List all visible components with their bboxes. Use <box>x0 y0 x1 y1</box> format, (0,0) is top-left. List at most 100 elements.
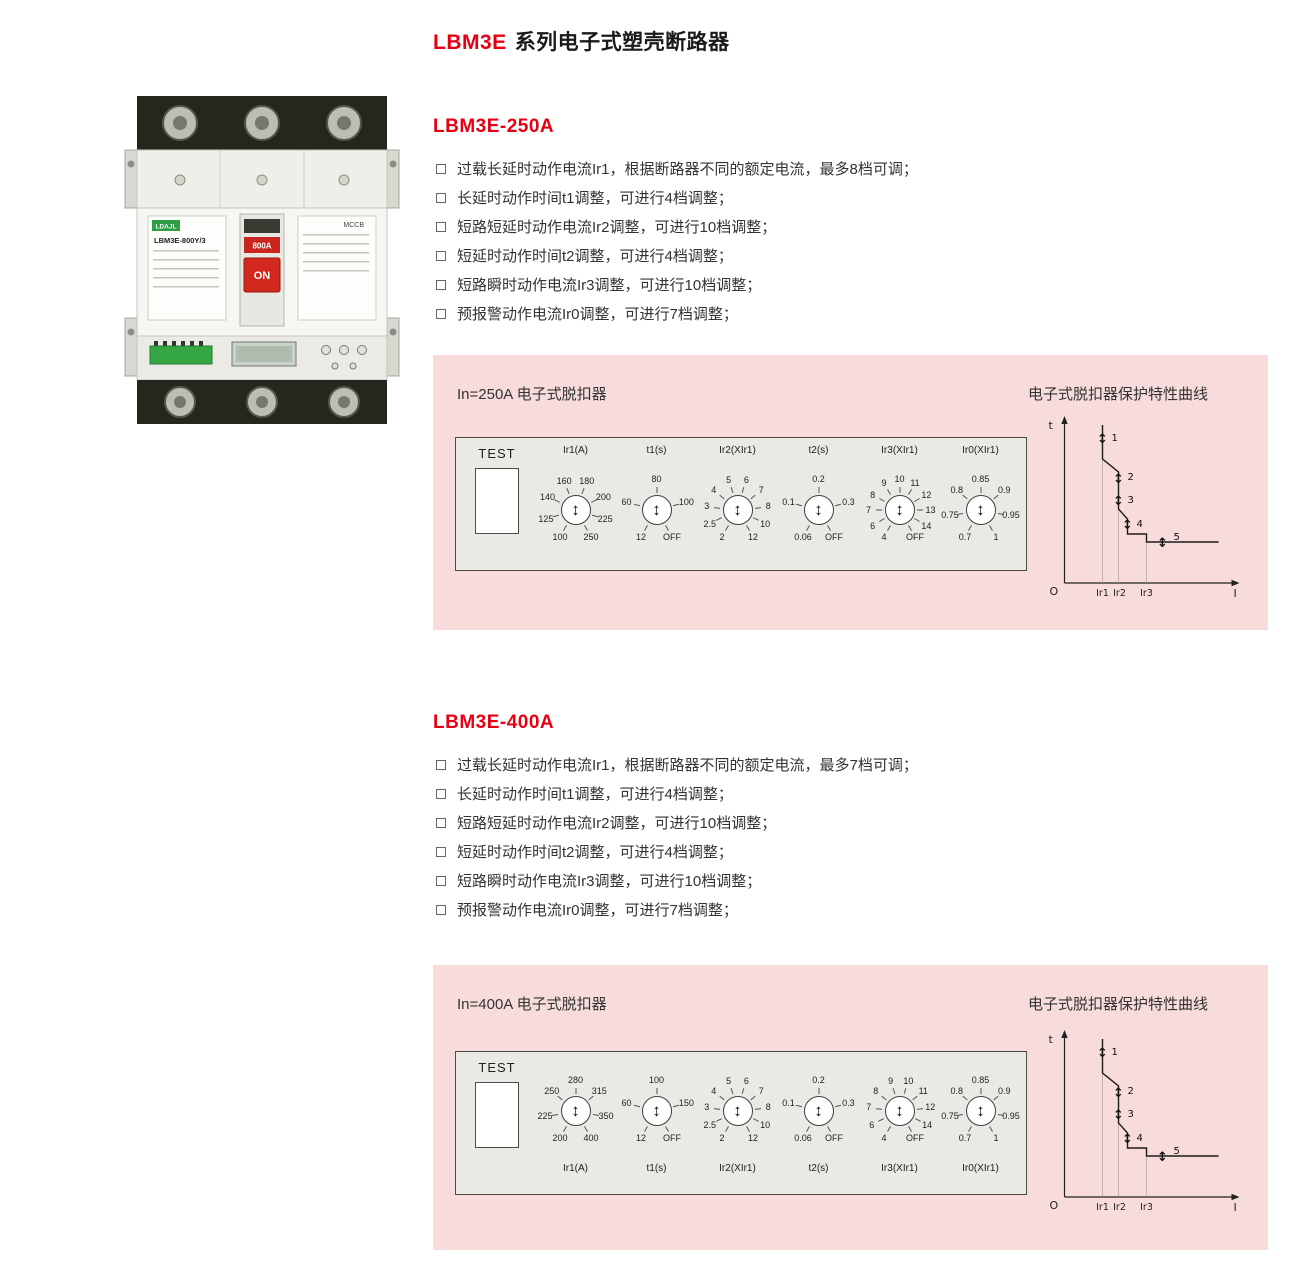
dial-tick-mark <box>881 1095 887 1101</box>
protection-curve-chart: t I O ↕ ↕ ↕ ↕ ↕ 1 2 3 4 5 Ir1 Ir2 Ir3 <box>1049 1030 1240 1214</box>
dial-tick-mark <box>795 1104 802 1107</box>
dial-value-label: 250 <box>544 1086 560 1097</box>
breaker-lower-section <box>136 335 388 381</box>
breaker-bottom-terminals <box>137 380 387 424</box>
dial-value-label: 2.5 <box>703 1119 717 1130</box>
dial-tick-mark <box>806 1125 811 1132</box>
curve-marker-icon: ↕ <box>1113 494 1124 509</box>
x-tick-ir3: Ir3 <box>1140 588 1153 599</box>
dial-value-label: 6 <box>870 520 876 531</box>
dial-tick-mark <box>968 524 973 531</box>
dial-value-label: 400 <box>583 1132 599 1143</box>
feature-item: 短延时动作时间t2调整，可进行4档调整； <box>435 247 1255 267</box>
curve-marker-icon: ↕ <box>1122 518 1133 533</box>
dial-value-label: 80 <box>651 474 662 484</box>
dial-value-label: 12 <box>635 531 647 542</box>
curve-title: 电子式脱扣器保护特性曲线 <box>1027 996 1208 1013</box>
dial-value-label: 12 <box>747 1132 759 1143</box>
bullet-checkbox-icon <box>436 905 446 915</box>
chart-axes <box>1061 416 1240 587</box>
dial-tick-mark <box>904 1088 907 1095</box>
dial-value-label: OFF <box>663 1132 681 1143</box>
dial-label-ir2: Ir2(XIr1) <box>719 445 756 456</box>
feature-item: 短路瞬时动作电流Ir3调整，可进行10档调整； <box>435 276 1255 296</box>
feature-item: 预报警动作电流Ir0调整，可进行7档调整； <box>435 305 1255 325</box>
curve-point-label: 5 <box>1174 1146 1180 1157</box>
dial-value-label: 0.9 <box>997 485 1011 496</box>
feature-item: 长延时动作时间t1调整，可进行4档调整； <box>435 189 1255 209</box>
dial-label-ir0: Ir0(XIr1) <box>962 1163 999 1174</box>
dial-value-label: 14 <box>922 1119 933 1130</box>
dial-value-label: OFF <box>906 1132 924 1143</box>
dial-value-label: 12 <box>747 531 759 542</box>
curve-point-label: 2 <box>1128 472 1134 483</box>
dial-tick-mark <box>835 1104 842 1107</box>
dial-value-label: 11 <box>918 1086 928 1097</box>
trip-unit-label: In=400A 电子式脱扣器 <box>457 996 607 1013</box>
dial-tick-mark <box>876 1107 883 1110</box>
curve-marker-icon: ↕ <box>1122 1132 1133 1147</box>
series-name: LBM3E <box>433 31 507 54</box>
dial-tick-mark <box>914 1118 921 1122</box>
dial-tick-mark <box>552 1113 559 1116</box>
curve-point-label: 1 <box>1112 433 1118 444</box>
dial-tick-mark <box>644 1125 649 1132</box>
test-label: TEST <box>478 1060 516 1075</box>
curve-marker-icon: ↕ <box>1157 1150 1168 1165</box>
dial-tick-mark <box>878 518 885 523</box>
dial-value-label: 225 <box>597 514 613 525</box>
dial-value-label: 6 <box>743 475 749 486</box>
curve-marker-icon: ↕ <box>1157 536 1168 551</box>
dial-value-label: 7 <box>866 1102 872 1113</box>
dial-value-label: 0.7 <box>958 531 972 542</box>
dial-tick-mark <box>997 1113 1004 1116</box>
dial-tick-mark <box>745 524 750 531</box>
dial-value-label: 0.85 <box>971 1075 990 1085</box>
dial-value-label: 100 <box>678 496 694 507</box>
dial-tick-mark <box>826 1125 831 1132</box>
dial-tick-mark <box>968 1125 973 1132</box>
dial-arrow-icon: ↕ <box>803 495 834 525</box>
dial-value-label: 8 <box>870 489 876 500</box>
dial-label-t1: t1(s) <box>646 445 667 456</box>
dial-value-label: 225 <box>537 1111 553 1122</box>
dial-arrow-icon: ↕ <box>722 495 753 525</box>
dial-tick-mark <box>752 1118 759 1122</box>
dial-label-t2: t2(s) <box>808 445 829 456</box>
type-label: MCCB <box>343 222 364 229</box>
dial-value-label: 150 <box>678 1097 694 1108</box>
dial-value-label: 7 <box>758 1086 764 1097</box>
dial-tick-mark <box>752 517 759 521</box>
dial-value-label: 9 <box>888 1076 894 1087</box>
product-photo: LDAJL LBM3E-800Y/3 800A ON MCCB <box>124 96 400 424</box>
dial-tick-mark <box>957 512 964 515</box>
dial-value-label: 200 <box>595 491 611 502</box>
dial-tick-mark <box>876 509 882 511</box>
dial-tick-mark <box>962 494 968 500</box>
dial-tick-mark <box>742 487 745 494</box>
dial-label-ir3: Ir3(XIr1) <box>881 445 918 456</box>
dial-value-label: 8 <box>765 1102 771 1113</box>
x-tick-ir2: Ir2 <box>1113 588 1126 599</box>
dial-value-label: 2 <box>719 1132 725 1143</box>
dial-tick-mark <box>962 1095 968 1101</box>
dial-tick-mark <box>563 1125 568 1132</box>
dial-tick-mark <box>742 1088 745 1095</box>
dial-value-label: 4 <box>711 1086 717 1097</box>
dial-value-label: 0.8 <box>950 1086 964 1097</box>
dial-value-label: 0.7 <box>958 1132 972 1143</box>
dial-tick-mark <box>907 524 912 531</box>
dial-tick-mark <box>907 1125 912 1132</box>
test-label: TEST <box>478 446 516 461</box>
dial-arrow-icon: ↕ <box>641 495 672 525</box>
dial-tick-mark <box>575 1087 576 1094</box>
dial-tick-mark <box>716 1118 723 1122</box>
